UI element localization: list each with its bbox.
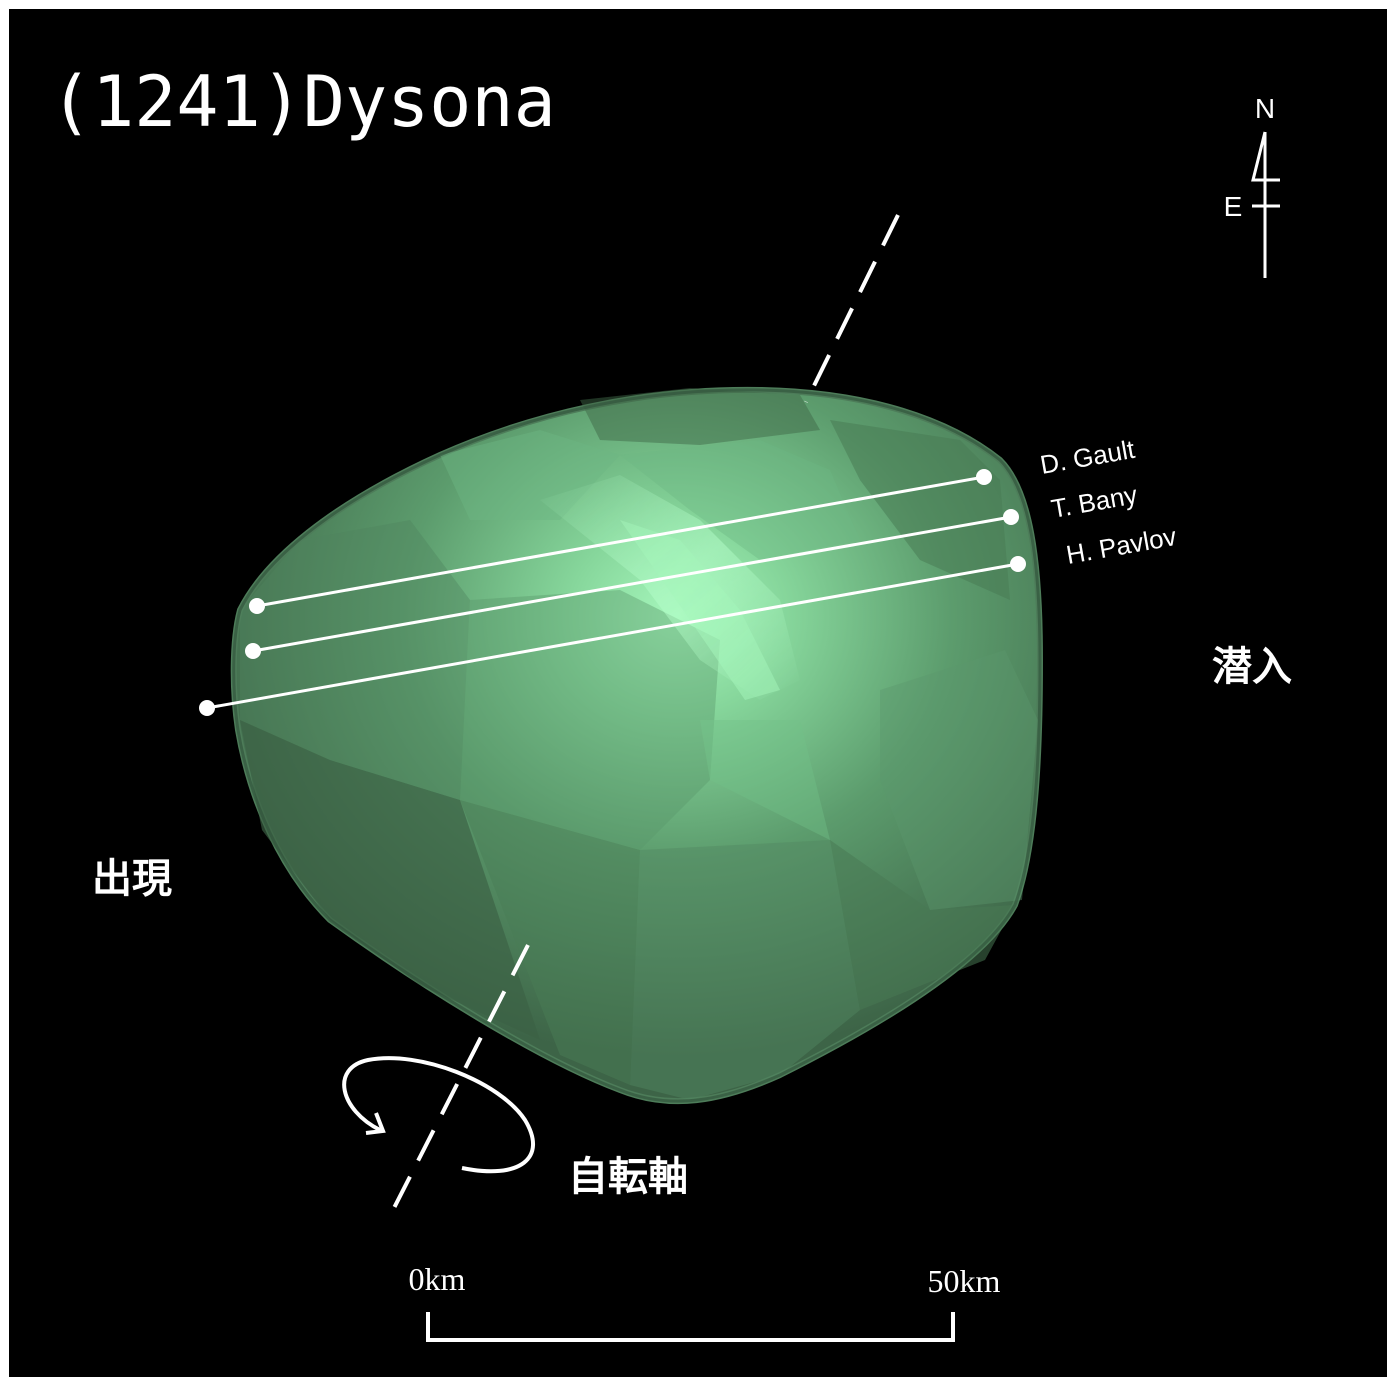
- compass: N E: [1224, 93, 1280, 278]
- scale-end-label: 50km: [928, 1263, 1001, 1299]
- asteroid-outline: [232, 388, 1042, 1103]
- rotation-arrow: [342, 1056, 536, 1174]
- scale-bar: 0km 50km: [409, 1261, 1001, 1342]
- chord-line-gault: [256, 475, 985, 608]
- north-arrow-head: [1251, 131, 1280, 182]
- rotation-axis-upper: [804, 214, 900, 403]
- asteroid-facets: [240, 388, 1038, 1100]
- chord-start-gault: [249, 598, 265, 614]
- disappearance-label: 潜入: [1212, 644, 1292, 690]
- chord-label-bany: T. Bany: [1049, 479, 1140, 524]
- chord-line-pavlov: [206, 562, 1019, 710]
- chord-end-gault: [976, 469, 992, 485]
- chord-end-bany: [1003, 509, 1019, 525]
- chord-label-pavlov: H. Pavlov: [1064, 521, 1179, 570]
- north-label: N: [1255, 93, 1275, 124]
- occultation-chords: [199, 469, 1026, 716]
- east-label: E: [1224, 191, 1243, 222]
- chord-end-pavlov: [1010, 556, 1026, 572]
- scale-start-label: 0km: [409, 1261, 466, 1297]
- chord-label-gault: D. Gault: [1038, 434, 1138, 480]
- asteroid-shape: [230, 386, 1044, 1105]
- rotation-axis-label: 自転軸: [568, 1154, 688, 1200]
- scale-bar-line: [426, 1312, 955, 1342]
- diagram-title: (1241)Dysona: [50, 61, 556, 143]
- reappearance-label: 出現: [92, 856, 172, 902]
- chord-start-bany: [245, 643, 261, 659]
- chord-line-bany: [252, 515, 1012, 653]
- chord-start-pavlov: [199, 700, 215, 716]
